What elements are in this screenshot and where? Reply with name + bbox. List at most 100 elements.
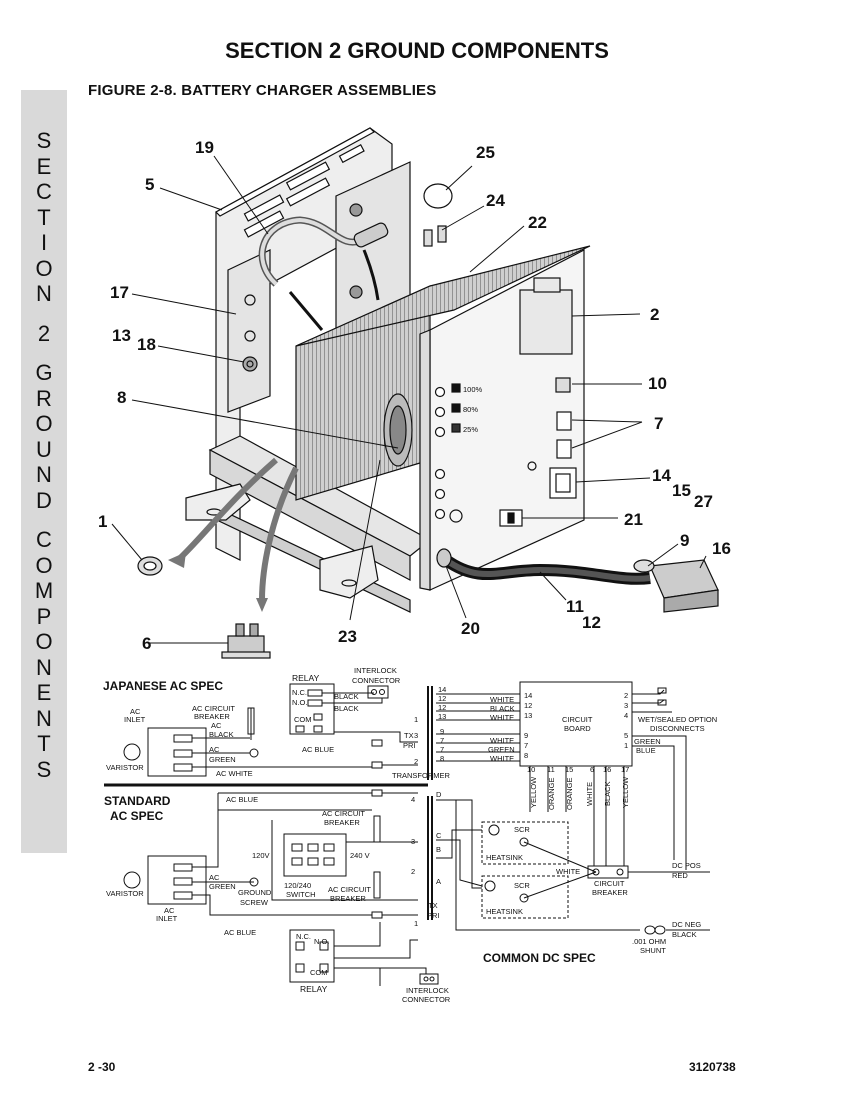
callout-10: 10 (648, 374, 667, 393)
callout-20: 20 (461, 619, 480, 638)
dc-black: BLACK (672, 930, 697, 939)
label-green: GREEN (634, 737, 661, 746)
wire-orange-2: ORANGE (565, 777, 574, 810)
std-green: GREEN (209, 882, 236, 891)
std-ground-2: SCREW (240, 898, 269, 907)
heatsink-2: HEATSINK (486, 907, 523, 916)
sidebar-letter: O (35, 552, 53, 578)
callout-11: 11 (566, 597, 584, 616)
standard-title-2: AC SPEC (110, 809, 164, 823)
sidebar-letter: P (36, 603, 52, 629)
std-nc: N.C. (296, 932, 311, 941)
std-tx-pin-2: 2 (411, 867, 415, 876)
sidebar-letter: T (37, 731, 51, 756)
std-ground-1: GROUND (238, 888, 272, 897)
charge-level-labels: 100% 80% 25% (463, 385, 483, 434)
pin-14: 14 (438, 685, 446, 694)
jp-no: N.O. (292, 698, 307, 707)
letter-d: D (436, 790, 442, 799)
callout-2: 2 (650, 305, 659, 324)
wire-green-1: GREEN (488, 745, 515, 754)
standard-title-1: STANDARD (104, 794, 171, 808)
callout-1: 1 (98, 512, 107, 531)
jp-relay-label: RELAY (292, 673, 320, 683)
jp-varistor: VARISTOR (106, 763, 144, 772)
std-pri: PRI (427, 911, 440, 920)
callout-leader-lines (111, 155, 707, 644)
transformer-label: TRANSFORMER (392, 771, 451, 780)
page-number: 2 -30 (88, 1060, 116, 1074)
sidebar-letter: G (35, 360, 53, 385)
sidebar-letter: R (36, 385, 52, 411)
callout-18: 18 (137, 335, 156, 354)
callout-7: 7 (654, 414, 663, 433)
std-ac-blue-2: AC BLUE (224, 928, 256, 937)
std-interlock-2: CONNECTOR (402, 995, 451, 1004)
sidebar-letter: S (36, 128, 52, 153)
bottom-pin-10: 10 (527, 765, 535, 774)
jp-breaker-1: AC CIRCUIT (192, 704, 235, 713)
bottom-pin-6: 6 (590, 765, 594, 774)
cb-pin-7: 7 (524, 741, 528, 750)
std-breaker-1b: BREAKER (324, 818, 360, 827)
sidebar-letter: D (36, 487, 52, 513)
jp-tx-pin-1: 1 (414, 715, 418, 724)
jp-tx: TX (404, 731, 414, 740)
std-com: COM (310, 968, 328, 977)
sidebar-letter: E (36, 153, 52, 179)
jp-ac-black-1: AC (211, 721, 222, 730)
callout-24: 24 (486, 191, 505, 210)
jp-ac-white: AC WHITE (216, 769, 253, 778)
callout-23: 23 (338, 627, 357, 646)
sidebar-letter: T (37, 204, 51, 230)
label-blue: BLUE (636, 746, 656, 755)
callout-16: 16 (712, 539, 731, 558)
scr-1: SCR (514, 825, 530, 834)
page-title: SECTION 2 GROUND COMPONENTS (225, 38, 609, 63)
std-interlock-1: INTERLOCK (406, 986, 449, 995)
callout-12: 12 (582, 613, 601, 632)
wire-white-2: WHITE (490, 713, 514, 722)
jp-interlock-2: CONNECTOR (352, 676, 401, 685)
wire-black-1: BLACK (490, 704, 515, 713)
board-label-2: BOARD (564, 724, 591, 733)
jp-tx-pin-2: 2 (414, 757, 418, 766)
letter-a: A (436, 877, 441, 886)
wire-yellow-1: YELLOW (529, 776, 538, 808)
std-tx-pin-1: 1 (414, 919, 418, 928)
pin-13: 13 (438, 712, 446, 721)
sidebar-letter: U (36, 436, 52, 462)
bottom-pin-15: 15 (565, 765, 573, 774)
jp-tx-pin-3: 3 (414, 731, 418, 740)
label-100pct: 100% (463, 385, 483, 394)
wire-white-4: WHITE (490, 754, 514, 763)
wet-option-1: WET/SEALED OPTION (638, 715, 717, 724)
std-240v: 240 V (350, 851, 370, 860)
pin-12a: 12 (438, 694, 446, 703)
callout-8: 8 (117, 388, 126, 407)
std-ac-blue-1: AC BLUE (226, 795, 258, 804)
label-80pct: 80% (463, 405, 478, 414)
wire-white-1: WHITE (490, 695, 514, 704)
std-breaker-1a: AC CIRCUIT (322, 809, 365, 818)
wire-yellow-2: YELLOW (621, 776, 630, 808)
cb-pin-5: 5 (624, 731, 628, 740)
charger-assembly-drawing (137, 127, 719, 659)
letter-c: C (436, 831, 442, 840)
callout-6: 6 (142, 634, 151, 653)
std-inlet-1: AC (164, 906, 175, 915)
dc-breaker-2: BREAKER (592, 888, 628, 897)
std-tx-pin-3: 3 (411, 837, 415, 846)
sidebar-letter: C (36, 527, 52, 552)
callout-22: 22 (528, 213, 547, 232)
wire-white-3: WHITE (490, 736, 514, 745)
cb-pin-13: 13 (524, 711, 532, 720)
letter-b: B (436, 845, 441, 854)
callout-5: 5 (145, 175, 154, 194)
sidebar-letter: S (36, 756, 52, 782)
jp-black-2: BLACK (334, 704, 359, 713)
std-120v: 120V (252, 851, 270, 860)
sidebar-letter: N (36, 462, 52, 487)
